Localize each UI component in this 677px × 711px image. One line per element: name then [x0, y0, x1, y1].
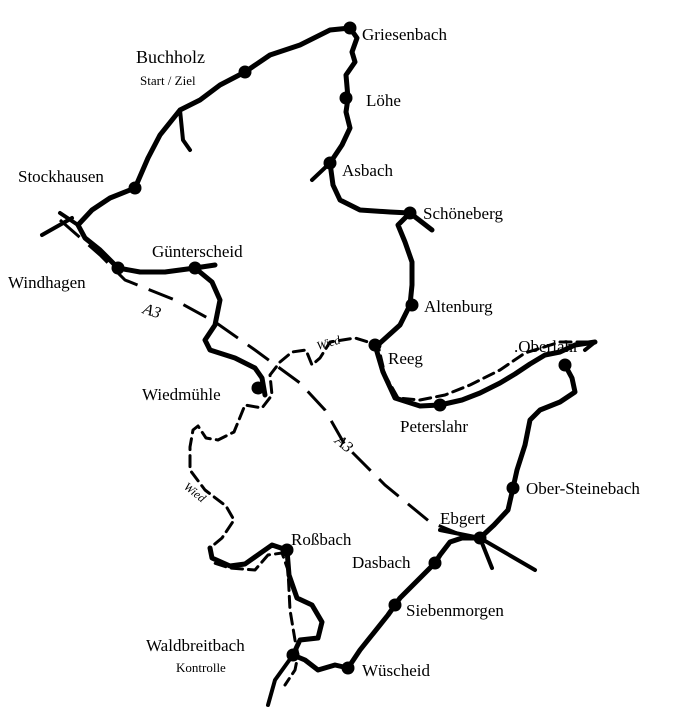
label-ebgert: Ebgert — [440, 509, 486, 528]
spur-buchholz — [178, 108, 192, 152]
label-loehe: Löhe — [366, 91, 401, 110]
label-waldbreitbach-note: Kontrolle — [176, 660, 226, 675]
label-buchholz-note: Start / Ziel — [140, 73, 196, 88]
spur-oberlahr — [583, 340, 597, 352]
label-schoeneberg: Schöneberg — [423, 204, 503, 223]
label-wueschied: Wüscheid — [362, 661, 430, 680]
dot-altenburg — [405, 298, 419, 312]
dot-dasbach — [428, 556, 442, 570]
motorway-a3 — [59, 218, 481, 542]
dot-schoeneberg — [403, 206, 417, 220]
spur-windhagen — [40, 211, 80, 237]
dot-siebenmorgen — [388, 598, 402, 612]
label-peterslahr: Peterslahr — [400, 417, 468, 436]
dot-buchholz — [238, 65, 252, 79]
dot-ebgert — [473, 531, 487, 545]
label-dasbach: Dasbach — [352, 553, 411, 572]
label-buchholz: Buchholz — [136, 47, 205, 67]
label-griesenbach: Griesenbach — [362, 25, 447, 44]
label-windhagen: Windhagen — [8, 273, 86, 292]
label-wiedmuehle: Wiedmühle — [142, 385, 221, 404]
dot-reeg — [368, 338, 382, 352]
dot-oberlahr — [558, 358, 572, 372]
label-river-wied-north: Wied — [315, 333, 343, 353]
label-asbach: Asbach — [342, 161, 393, 180]
dot-windhagen — [111, 261, 125, 275]
dot-asbach — [323, 156, 337, 170]
spur-waldbreitbach — [266, 653, 295, 707]
label-oberlahr: .Oberlahr — [514, 337, 579, 356]
dot-guenterscheid — [188, 261, 202, 275]
label-stockhausen: Stockhausen — [18, 167, 104, 186]
dot-griesenbach — [343, 21, 357, 35]
dot-loehe — [339, 91, 353, 105]
dot-waldbreitbach — [286, 648, 300, 662]
dot-wiedmuehle — [251, 381, 265, 395]
label-river-wied-south: Wied — [181, 479, 209, 505]
label-reeg: Reeg — [388, 349, 423, 368]
dot-stockhausen — [128, 181, 142, 195]
label-altenburg: Altenburg — [424, 297, 493, 316]
dot-peterslahr — [433, 398, 447, 412]
spur-ebgert — [438, 528, 537, 572]
dot-wueschied — [341, 661, 355, 675]
label-guenterscheid: Günterscheid — [152, 242, 243, 261]
label-waldbreitbach: Waldbreitbach — [146, 636, 245, 655]
dot-ober-steinebach — [506, 481, 520, 495]
label-ober-steinebach: Ober-Steinebach — [526, 479, 640, 498]
label-siebenmorgen: Siebenmorgen — [406, 601, 504, 620]
dot-rossbach — [280, 543, 294, 557]
label-motorway-a3-north: A3 — [140, 300, 163, 322]
label-rossbach: Roßbach — [291, 530, 352, 549]
